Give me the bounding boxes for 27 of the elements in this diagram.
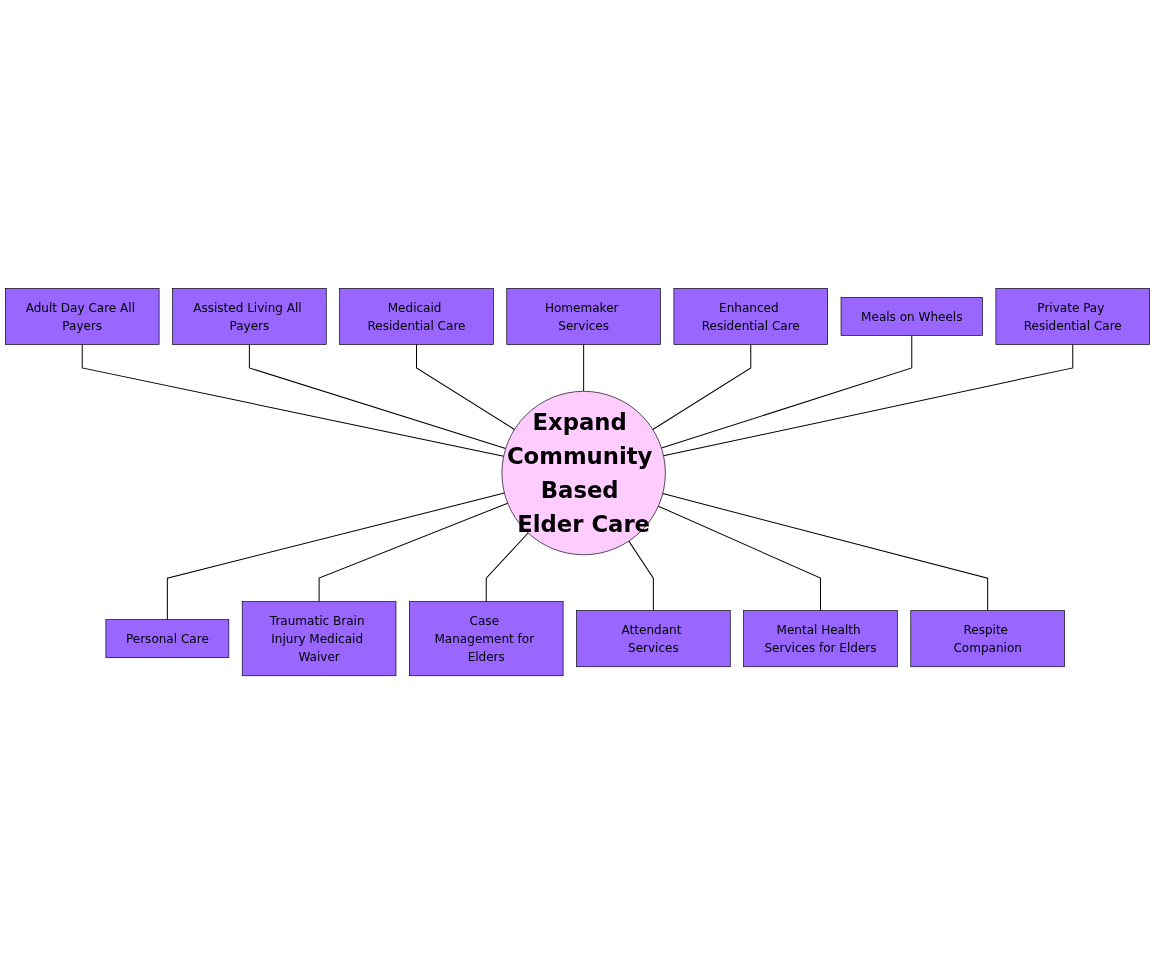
node-box: Homemaker Services <box>506 287 661 345</box>
node-box: Private Pay Residential Care <box>995 287 1150 345</box>
connector <box>660 334 913 449</box>
connector <box>248 343 507 449</box>
connector <box>416 343 515 430</box>
node-circle: Expand Community Based Elder Care <box>501 390 666 556</box>
node-box: Medicaid Residential Care <box>339 287 494 345</box>
connector <box>583 343 585 392</box>
connector <box>657 505 821 611</box>
connector <box>166 492 505 621</box>
connector <box>663 343 1074 457</box>
connector <box>628 540 654 611</box>
connector <box>81 343 505 457</box>
connector <box>485 532 529 602</box>
node-box: Mental Health Services for Elders <box>743 610 898 667</box>
node-box: Enhanced Residential Care <box>673 287 828 345</box>
connector <box>662 493 989 611</box>
node-box: Case Management for Elders <box>409 601 564 677</box>
connector <box>318 502 509 602</box>
node-box: Personal Care <box>105 619 230 658</box>
node-box: Respite Companion <box>910 610 1065 667</box>
connector <box>652 343 752 430</box>
node-box: Traumatic Brain Injury Medicaid Waiver <box>241 601 397 677</box>
node-box: Attendant Services <box>576 610 731 667</box>
node-box: Assisted Living All Payers <box>172 287 327 345</box>
node-box: Meals on Wheels <box>840 296 983 336</box>
node-box: Adult Day Care All Payers <box>5 287 160 345</box>
